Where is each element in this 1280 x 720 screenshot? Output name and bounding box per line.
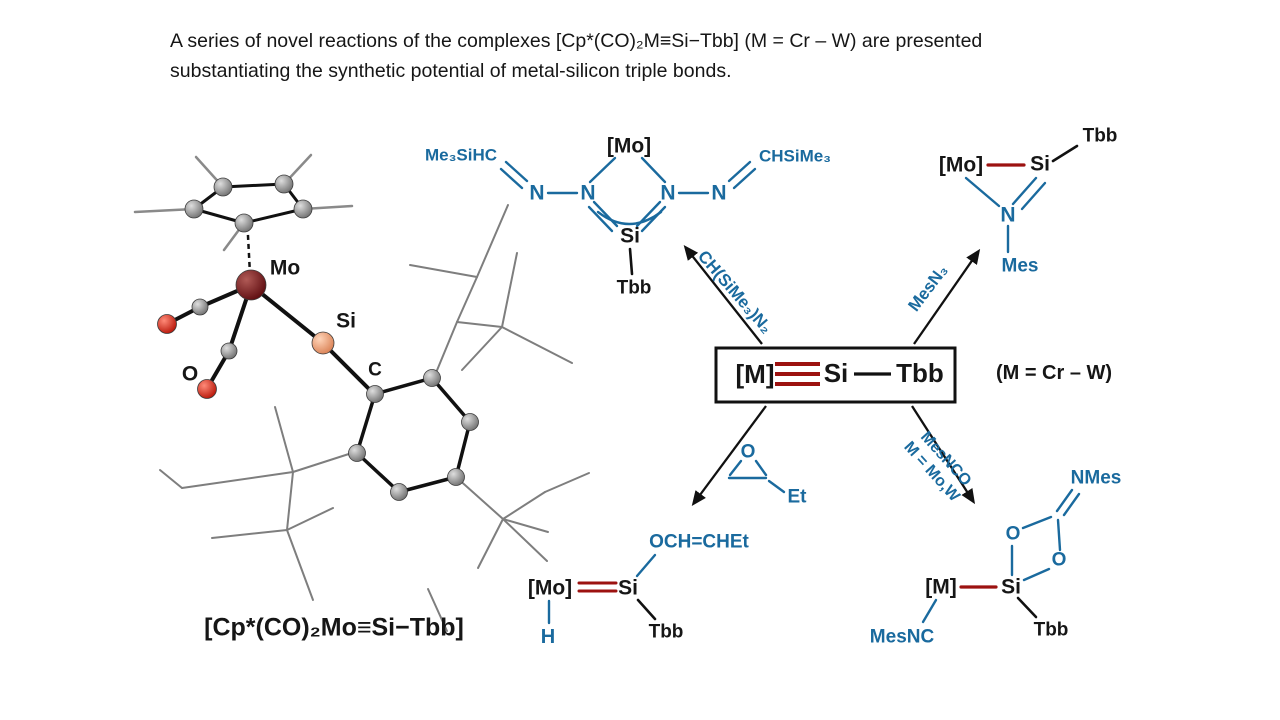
molybdenum-ball <box>235 269 267 301</box>
aryl-carbon-ball <box>423 369 441 387</box>
cp-carbon-ball <box>274 174 294 194</box>
br-mesnc-label: MesNC <box>869 626 935 648</box>
bl-si-label: Si <box>618 576 638 600</box>
cp-carbon-ball <box>213 177 233 197</box>
carbonyl-carbon-ball <box>220 342 238 360</box>
arrow-bottom-right <box>911 405 976 505</box>
bl-h-label: H <box>540 626 556 648</box>
tc-n-right-inner-label: N <box>660 181 676 205</box>
arrow-top-left <box>683 245 763 345</box>
crystal-mo-label: Mo <box>269 256 301 280</box>
epoxide-o-label: O <box>740 441 756 463</box>
reaction-arrows <box>683 245 981 507</box>
crystal-si-label: Si <box>336 309 356 333</box>
tc-tbb-label: Tbb <box>616 277 652 299</box>
oxygen-ball <box>157 314 177 334</box>
product-bottom-right-bonds <box>921 488 1081 624</box>
bl-tbb-label: Tbb <box>648 621 684 643</box>
atom-balls <box>157 174 479 501</box>
br-si-label: Si <box>1001 575 1021 599</box>
aryl-carbon-ball <box>348 444 366 462</box>
epoxide-reagent-bonds <box>727 459 786 494</box>
cp-carbon-ball <box>184 199 204 219</box>
tr-n-label: N <box>1000 203 1016 227</box>
tc-n-right-outer-label: N <box>711 181 727 205</box>
tr-si-label: Si <box>1030 152 1050 176</box>
epoxide-et-label: Et <box>787 486 807 508</box>
tr-mes-label: Mes <box>1001 255 1039 277</box>
crystal-caption: [Cp*(CO)₂Mo≡Si−Tbb] <box>204 613 464 642</box>
br-tbb-label: Tbb <box>1033 619 1069 641</box>
tc-mo-label: [Mo] <box>606 134 652 158</box>
methyl-sticks <box>133 153 354 252</box>
oxygen-ball <box>197 379 217 399</box>
br-nmes-label: NMes <box>1070 467 1122 489</box>
br-o-top-label: O <box>1005 523 1021 545</box>
arrow-bottom-left <box>691 405 767 507</box>
bl-vinyloxy-label: OCH=CHEt <box>649 531 749 553</box>
m-range-label: (M = Cr – W) <box>995 362 1113 384</box>
aryl-carbon-ball <box>447 468 465 486</box>
abstract-text: A series of novel reactions of the compl… <box>170 30 983 82</box>
central-complex-box <box>714 346 957 404</box>
crystal-c-label: C <box>368 359 382 381</box>
aryl-carbon-ball <box>461 413 479 431</box>
br-m-label: [M] <box>925 575 957 599</box>
wireframe-substituents <box>159 204 590 632</box>
tr-tbb-label: Tbb <box>1082 125 1118 147</box>
benzene-ring-bonds <box>355 376 472 494</box>
product-top-right-bonds <box>964 144 1079 254</box>
crystal-o-label: O <box>181 362 199 386</box>
aryl-carbon-ball <box>366 385 384 403</box>
tr-mo-label: [Mo] <box>938 153 984 177</box>
arrow-top-right <box>913 248 981 345</box>
aryl-carbon-ball <box>390 483 408 501</box>
tc-left-substituent-label: Me₃SiHC <box>424 145 498 165</box>
br-o-right-label: O <box>1051 549 1067 571</box>
tc-si-label: Si <box>620 224 640 248</box>
cp-carbon-ball <box>234 213 254 233</box>
crystal-structure <box>133 153 590 632</box>
bl-mo-label: [Mo] <box>527 576 573 600</box>
central-m-label: [M] <box>735 359 775 389</box>
central-si-label: Si <box>823 358 849 388</box>
tc-n-left-inner-label: N <box>580 181 596 205</box>
cp-carbon-ball <box>293 199 313 219</box>
product-top-center-bonds <box>499 156 757 276</box>
tc-right-substituent-label: CHSiMe₃ <box>758 146 832 166</box>
triple-bond-lines <box>775 362 820 386</box>
tc-n-left-outer-label: N <box>529 181 545 205</box>
silicon-ball <box>311 331 335 355</box>
product-bottom-left-bonds <box>547 553 657 625</box>
central-tbb-label: Tbb <box>896 358 944 388</box>
carbonyl-carbon-ball <box>191 298 209 316</box>
